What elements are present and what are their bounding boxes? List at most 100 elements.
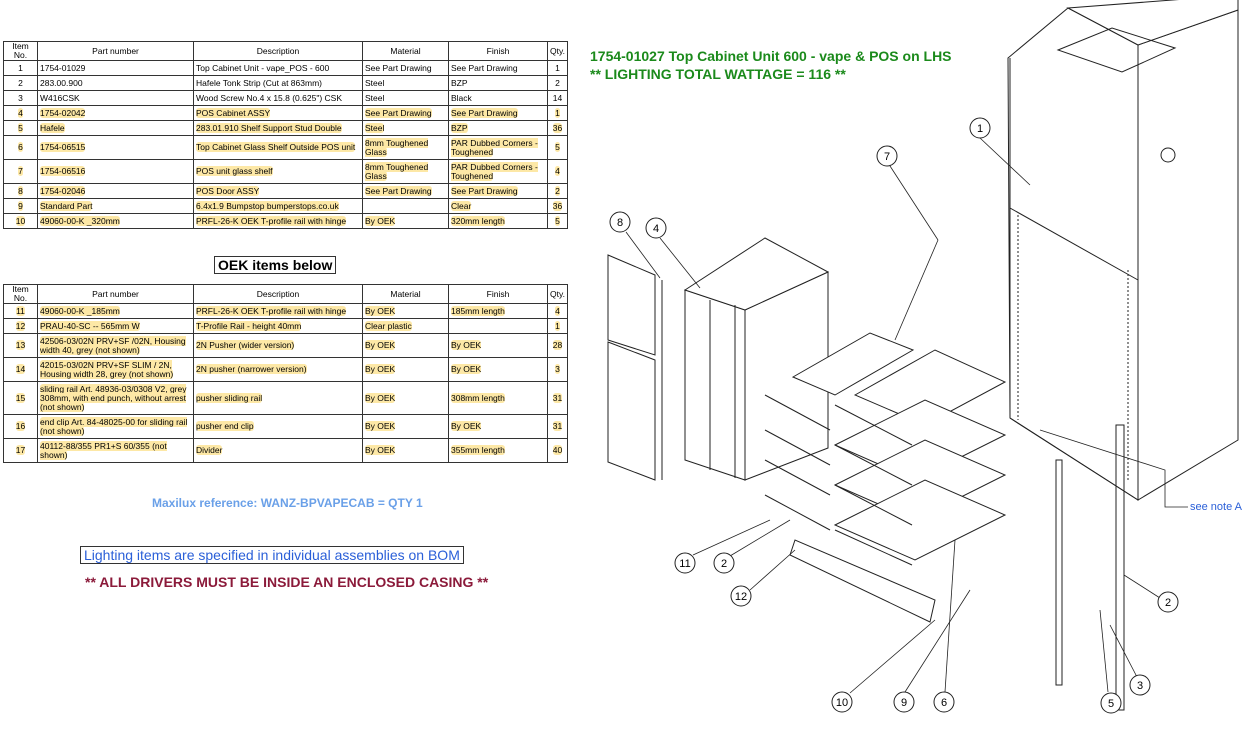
cell-text: 2 bbox=[18, 77, 23, 88]
column-header: Finish bbox=[448, 41, 548, 61]
cell-text: T-Profile Rail - height 40mm bbox=[196, 320, 302, 331]
cell-desc: Top Cabinet Unit - vape_POS - 600 bbox=[193, 60, 363, 76]
cell-mat: 8mm Toughened Glass bbox=[362, 135, 449, 160]
balloon-label: 7 bbox=[884, 151, 890, 163]
balloon-label: 11 bbox=[679, 558, 690, 570]
cell-part: 42015-03/02N PRV+SF SLIM / 2N, Housing w… bbox=[37, 357, 194, 382]
cell-qty: 28 bbox=[547, 333, 568, 358]
cell-desc: POS Cabinet ASSY bbox=[193, 105, 363, 121]
cell-text: 14 bbox=[15, 364, 26, 374]
cell-item: 4 bbox=[3, 105, 38, 121]
column-header: Item No. bbox=[3, 284, 38, 304]
cell-desc: 283.01.910 Shelf Support Stud Double bbox=[193, 120, 363, 136]
cell-item: 9 bbox=[3, 198, 38, 214]
cell-text: Wood Screw No.4 x 15.8 (0.625") CSK bbox=[196, 92, 343, 103]
cell-fin: See Part Drawing bbox=[448, 105, 548, 121]
cell-text: By OEK bbox=[451, 364, 482, 374]
cell-fin: 185mm length bbox=[448, 303, 548, 319]
cell-text: Steel bbox=[365, 77, 385, 88]
balloon-circle bbox=[713, 552, 735, 574]
column-header: Material bbox=[362, 41, 449, 61]
cell-mat: By OEK bbox=[362, 213, 449, 229]
balloon-label: 4 bbox=[653, 223, 659, 235]
cell-item: 14 bbox=[3, 357, 38, 382]
cell-part: 40112-88/355 PR1+S 60/355 (not shown) bbox=[37, 438, 194, 463]
cell-text: 8 bbox=[18, 185, 23, 196]
cell-mat: By OEK bbox=[362, 333, 449, 358]
maxilux-reference: Maxilux reference: WANZ-BPVAPECAB = QTY … bbox=[152, 496, 423, 510]
drawing-title: 1754-01027 Top Cabinet Unit 600 - vape &… bbox=[590, 48, 952, 64]
cell-mat: By OEK bbox=[362, 414, 449, 439]
glass-shelves bbox=[789, 332, 1007, 623]
cell-text: 42506-03/02N PRV+SF /02N, Housing width … bbox=[40, 335, 186, 355]
cell-fin: By OEK bbox=[448, 333, 548, 358]
cell-desc: Top Cabinet Glass Shelf Outside POS unit bbox=[193, 135, 363, 160]
cell-text: 185mm length bbox=[451, 305, 505, 316]
cell-part: 49060-00-K _185mm bbox=[37, 303, 194, 319]
cell-text: 2 bbox=[555, 185, 560, 196]
cell-item: 16 bbox=[3, 414, 38, 439]
balloon-label: 10 bbox=[836, 697, 848, 709]
cell-text: 1 bbox=[18, 62, 23, 73]
balloon-circle bbox=[730, 585, 752, 607]
cell-text: By OEK bbox=[365, 215, 396, 226]
cell-qty: 2 bbox=[547, 183, 568, 199]
cell-text: 4 bbox=[555, 305, 560, 316]
cell-desc: PRFL-26-K OEK T-profile rail with hinge bbox=[193, 213, 363, 229]
cell-qty: 5 bbox=[547, 135, 568, 160]
lighting-note: Lighting items are specified in individu… bbox=[80, 546, 464, 564]
cell-text: POS unit glass shelf bbox=[196, 166, 273, 176]
balloon-label: 9 bbox=[901, 697, 907, 709]
cell-text: See Part Drawing bbox=[365, 62, 432, 73]
cell-qty: 40 bbox=[547, 438, 568, 463]
cell-text: 1754-06515 bbox=[40, 142, 86, 152]
cell-text: By OEK bbox=[365, 340, 396, 350]
cell-text: Steel bbox=[365, 122, 385, 133]
cell-mat: 8mm Toughened Glass bbox=[362, 159, 449, 184]
cell-text: Steel bbox=[365, 92, 385, 103]
pos-cabinet bbox=[683, 237, 830, 481]
cell-mat: See Part Drawing bbox=[362, 60, 449, 76]
column-header: Part number bbox=[37, 41, 194, 61]
cell-desc: Wood Screw No.4 x 15.8 (0.625") CSK bbox=[193, 90, 363, 106]
cell-text: PRFL-26-K OEK T-profile rail with hinge bbox=[196, 215, 347, 226]
cell-text: 1 bbox=[555, 62, 560, 73]
cell-text: 17 bbox=[15, 445, 26, 455]
top-cabinet-unit bbox=[1007, 0, 1239, 501]
leader-lines bbox=[625, 137, 1188, 694]
cell-text: By OEK bbox=[365, 392, 396, 403]
column-header: Description bbox=[193, 284, 363, 304]
balloon-circle bbox=[893, 691, 915, 713]
cell-qty: 5 bbox=[547, 213, 568, 229]
cell-qty: 1 bbox=[547, 60, 568, 76]
cell-mat: Steel bbox=[362, 75, 449, 91]
cell-text: Hafele Tonk Strip (Cut at 863mm) bbox=[196, 77, 322, 88]
column-header: Finish bbox=[448, 284, 548, 304]
balloon-circle bbox=[645, 217, 667, 239]
cell-item: 8 bbox=[3, 183, 38, 199]
cell-qty: 1 bbox=[547, 318, 568, 334]
cell-text: 12 bbox=[15, 320, 26, 331]
column-header: Part number bbox=[37, 284, 194, 304]
balloon-label: 12 bbox=[735, 591, 747, 603]
cell-desc: 2N pusher (narrower version) bbox=[193, 357, 363, 382]
cell-fin: By OEK bbox=[448, 357, 548, 382]
cell-text: 320mm length bbox=[451, 215, 505, 226]
cell-desc: PRFL-26-K OEK T-profile rail with hinge bbox=[193, 303, 363, 319]
rails bbox=[764, 394, 1125, 711]
cell-text: Top Cabinet Unit - vape_POS - 600 bbox=[196, 62, 330, 73]
cell-item: 15 bbox=[3, 381, 38, 415]
cell-text: Clear plastic bbox=[365, 320, 412, 331]
cell-text: 283.00.900 bbox=[40, 77, 83, 88]
cell-fin: 308mm length bbox=[448, 381, 548, 415]
